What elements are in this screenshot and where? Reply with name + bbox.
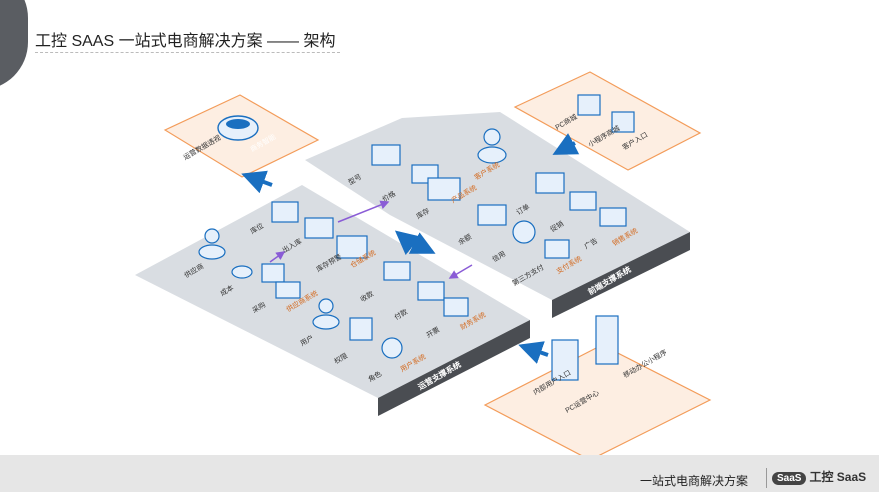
cost-tag-icon [261,263,285,283]
customer-entry-box: PC商城 小程序商城 客户入口 [513,71,702,171]
warehouse-icon [271,201,299,223]
yen-coin-icon [477,204,507,226]
front-platform-surface [135,185,530,398]
yen-pay-icon [417,281,445,301]
arrow-supplier-to-warehouse [269,251,286,263]
grid-boxes-icon [336,235,368,259]
ad-badge-icon [599,207,627,227]
supplier-head-icon [204,228,220,244]
connector-arrows [241,133,580,364]
bi-entry-box: 商务智能 运营数据透视 [163,94,320,178]
arrow-from-internal [518,341,549,364]
inventory-boxes-icon [427,177,461,201]
user-icon [312,314,340,330]
customer-icon [477,146,507,164]
front-platform-band [378,320,530,416]
arrow-warehouse-to-product [337,200,390,223]
sale-badge-icon [569,191,597,211]
customer-box-panel [513,71,702,171]
user-head-icon [318,298,334,314]
title-divider [35,52,340,53]
inout-house-icon [304,217,334,239]
phone-link-icon [611,111,635,133]
order-list-icon [535,172,565,194]
role-badge-icon [381,337,403,359]
store-icon [577,94,601,116]
footer-slogan: 一站式电商解决方案 [640,474,749,488]
arrow-down-center [408,232,436,254]
pay-badge-icon [544,239,570,259]
front-platform: 运营支撑系统 供应商 成本 采购 供应商系统 库位 出入库 库存预警 仓储系统 … [135,185,530,416]
coin-stack-icon [231,265,253,279]
footer-bar [0,455,879,492]
supplier-icon [198,244,226,260]
arrow-up-center [394,230,422,256]
back-platform: 前端支撑系统 型号 价格 库存 产品系统 客户系统 订单 促销 广告 销售系统 … [305,112,690,318]
gear-box-icon [371,144,401,166]
arrow-payment-to-finance [448,264,473,279]
cloud-rocket-icon-core [226,119,250,129]
bar-chart-icon [551,339,579,381]
invoice-icon [443,297,469,317]
mobile-app-icon [595,315,619,365]
yen-receipt-icon [383,261,411,281]
page-title: 工控 SAAS 一站式电商解决方案 —— 架构 [35,33,336,50]
key-icon [349,317,373,341]
star-credit-icon [512,220,536,244]
back-platform-band [552,232,690,318]
customer-head-icon [483,128,501,146]
arrow-from-customer [552,133,580,155]
architecture-diagram: 商务智能 运营数据透视 PC商城 小程序商城 客户入口 内部用户入口 PC运营中… [135,71,712,455]
footer-logo-text: 工控 SaaS [809,470,867,484]
saas-cloud-icon: SaaS [772,472,807,485]
arrow-to-bi [241,170,273,194]
footer-divider [766,468,767,488]
shopping-cart-icon [275,281,301,299]
